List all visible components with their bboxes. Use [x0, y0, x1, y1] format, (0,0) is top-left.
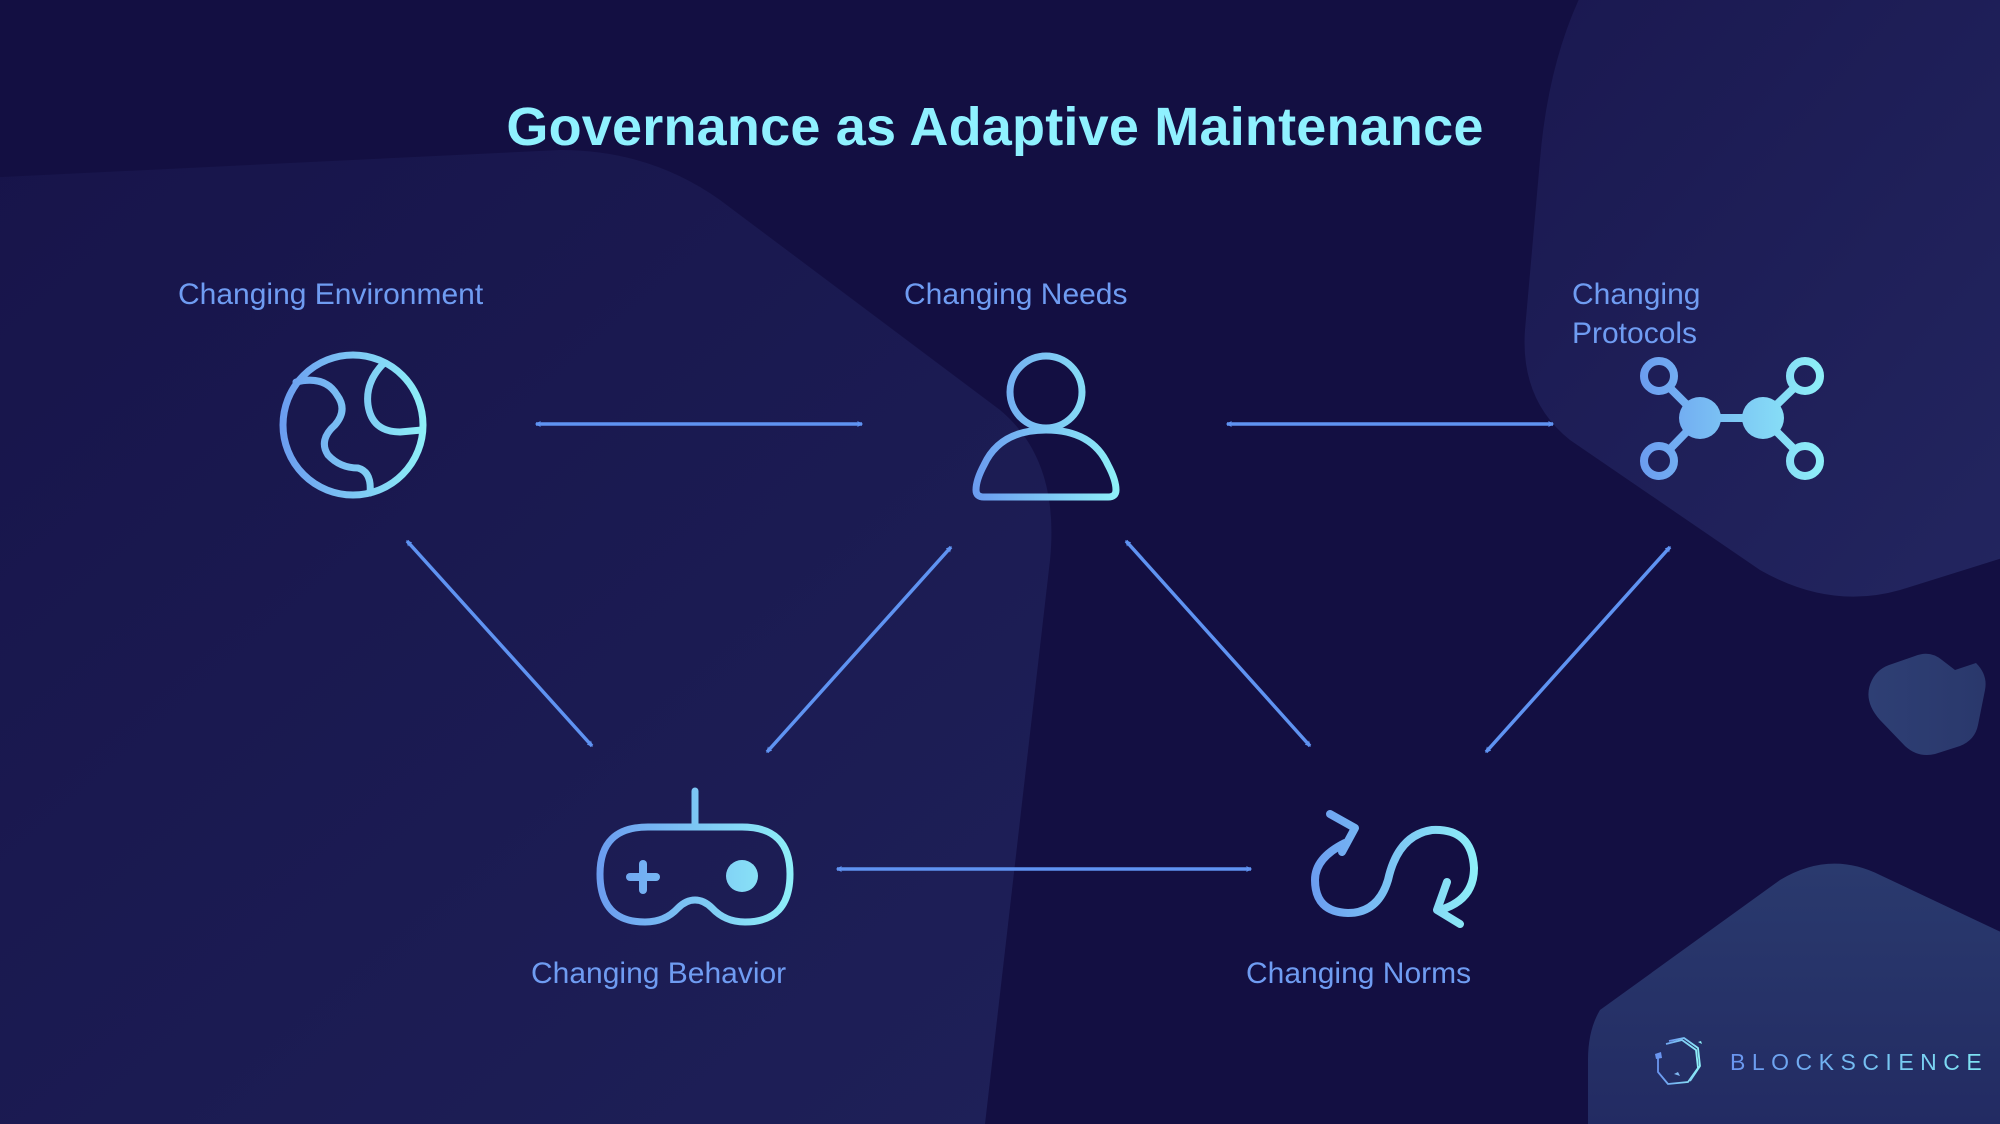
page-title: Governance as Adaptive Maintenance — [506, 97, 1484, 157]
blockscience-logo: BLOCKSCIENCE — [1652, 1034, 1988, 1090]
arrow-environment-behavior — [405, 539, 594, 748]
arrow-needs-behavior — [765, 545, 953, 754]
bg-shape-bottom-right — [1588, 863, 2000, 1124]
bg-shape-top-right — [1524, 0, 2000, 597]
globe-icon — [279, 351, 427, 499]
label-changing-needs: Changing Needs — [904, 278, 1128, 311]
cycle-arrows-icon — [1311, 810, 1478, 928]
arrow-needs-norms — [1124, 539, 1312, 748]
arrow-protocols-norms — [1484, 545, 1672, 754]
label-changing-protocols-line1: Changing — [1572, 278, 1701, 311]
bg-hexagon — [1868, 653, 1986, 755]
label-changing-norms: Changing Norms — [1246, 957, 1472, 990]
network-nodes-icon — [1640, 357, 1824, 480]
label-changing-protocols-line2: Protocols — [1572, 317, 1698, 350]
label-changing-environment: Changing Environment — [178, 278, 484, 311]
heptagon-logo-icon — [1655, 1037, 1702, 1085]
person-icon — [972, 352, 1120, 501]
arrows — [405, 421, 1672, 872]
label-changing-behavior: Changing Behavior — [531, 957, 787, 990]
gamepad-icon — [596, 787, 794, 926]
logo-text: BLOCKSCIENCE — [1730, 1048, 1989, 1075]
